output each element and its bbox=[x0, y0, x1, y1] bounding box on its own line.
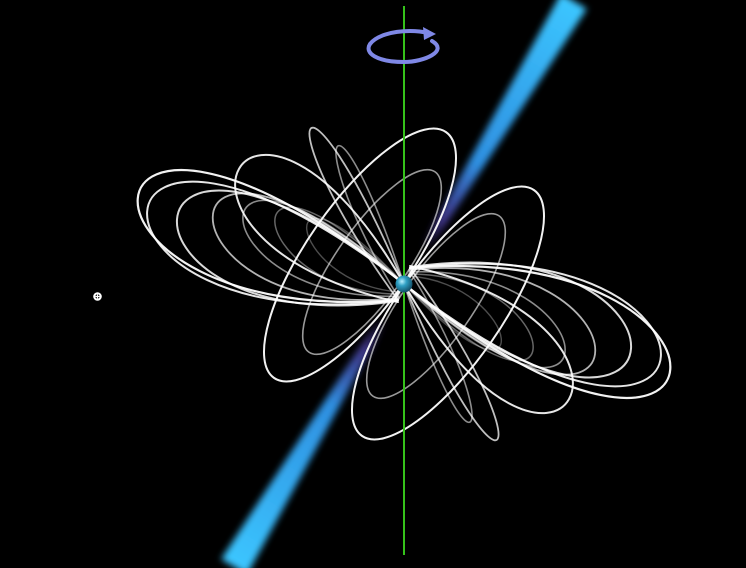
field-line bbox=[403, 267, 500, 442]
rotation-arrow bbox=[366, 27, 440, 65]
field-line bbox=[403, 271, 566, 369]
field-line bbox=[403, 261, 632, 379]
radiation-beam-lower bbox=[221, 316, 387, 568]
field-line bbox=[335, 144, 405, 299]
field-line bbox=[308, 126, 405, 301]
field-line bbox=[402, 265, 672, 399]
radiation-beams bbox=[221, 0, 587, 568]
neutron-star bbox=[395, 275, 413, 293]
radiation-beam-upper bbox=[421, 0, 587, 252]
field-line bbox=[176, 189, 405, 307]
field-line bbox=[403, 267, 597, 376]
crosshair-cursor-icon bbox=[93, 292, 102, 301]
field-line bbox=[211, 192, 405, 301]
field-line bbox=[136, 169, 406, 303]
field-line bbox=[242, 199, 405, 297]
field-line bbox=[403, 269, 473, 424]
arrowhead-icon bbox=[423, 27, 436, 40]
